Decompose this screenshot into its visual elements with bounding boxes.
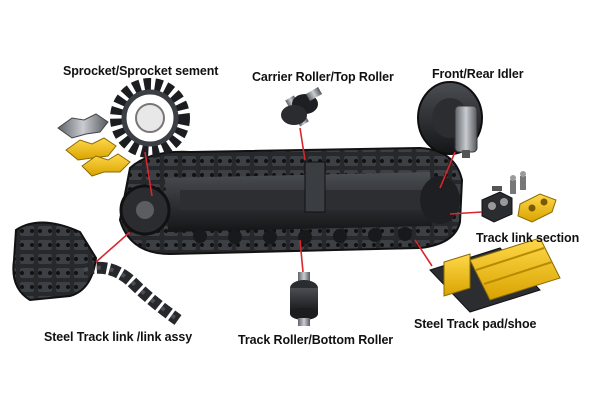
label-track-pad: Steel Track pad/shoe xyxy=(414,317,537,331)
pointer-sprocket xyxy=(144,151,153,197)
pointer-steel-link xyxy=(95,231,131,263)
label-track-roller: Track Roller/Bottom Roller xyxy=(238,333,394,347)
track-pad-part xyxy=(429,237,561,313)
sprocket-segments xyxy=(57,113,131,177)
pointer-lines xyxy=(95,127,483,273)
label-track-link-section: Track link section xyxy=(476,231,580,245)
pointer-carrier xyxy=(299,127,306,161)
frame-idler xyxy=(420,176,460,224)
pointer-roller xyxy=(299,239,304,273)
pointer-pad xyxy=(414,239,433,267)
frame-recoil-spring xyxy=(304,161,326,213)
carrier-roller-part xyxy=(281,87,323,127)
sprocket-part xyxy=(110,78,190,158)
main-track-frame xyxy=(118,146,464,256)
label-steel-track-link: Steel Track link /link assy xyxy=(44,330,193,344)
steel-track-link-part xyxy=(12,221,182,325)
frame-roller-row xyxy=(193,227,412,244)
track-roller-part xyxy=(290,272,318,326)
track-link-section-part xyxy=(481,171,557,223)
pointer-link-section xyxy=(449,211,483,215)
label-carrier-roller: Carrier Roller/Top Roller xyxy=(252,70,394,84)
pointer-idler xyxy=(439,151,456,189)
label-idler: Front/Rear Idler xyxy=(432,67,524,81)
label-sprocket: Sprocket/Sprocket sement xyxy=(63,64,219,78)
idler-part xyxy=(417,81,483,158)
